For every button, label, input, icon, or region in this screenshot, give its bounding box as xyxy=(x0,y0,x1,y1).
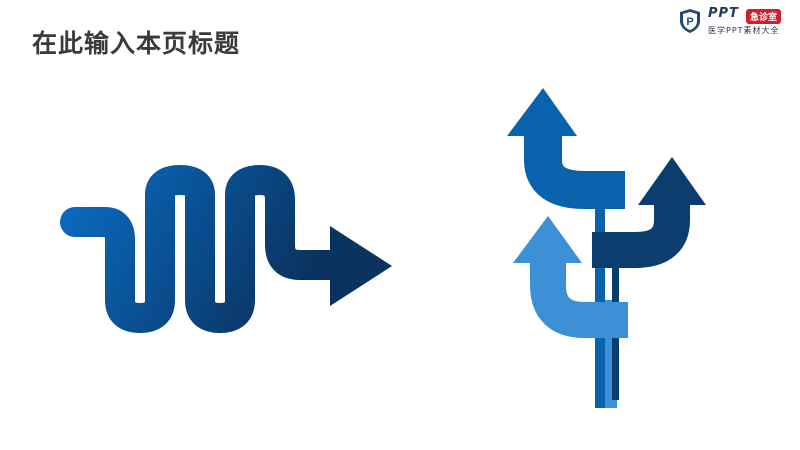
wavy-arrow-body xyxy=(60,165,350,333)
arrow-mid-shaft xyxy=(524,130,625,209)
arrow-light-head xyxy=(513,216,582,263)
shield-icon: P xyxy=(680,9,700,33)
logo-ppt: PPT xyxy=(708,6,739,21)
arrow-light-shaft xyxy=(530,258,628,338)
wavy-arrow xyxy=(60,165,392,333)
arrow-mid-head xyxy=(507,88,577,136)
arrow-dark-shaft xyxy=(592,200,690,268)
wavy-arrow-head xyxy=(330,226,392,306)
logo-badge: 急诊室 xyxy=(746,9,782,24)
arrow-dark-head xyxy=(638,157,706,205)
logo: P PPT 急诊室 医学PPT素材大全 xyxy=(678,6,796,38)
svg-text:P: P xyxy=(686,16,693,28)
branching-arrows xyxy=(507,88,706,408)
page-title: 在此输入本页标题 xyxy=(32,29,241,58)
logo-subtitle: 医学PPT素材大全 xyxy=(708,26,780,35)
